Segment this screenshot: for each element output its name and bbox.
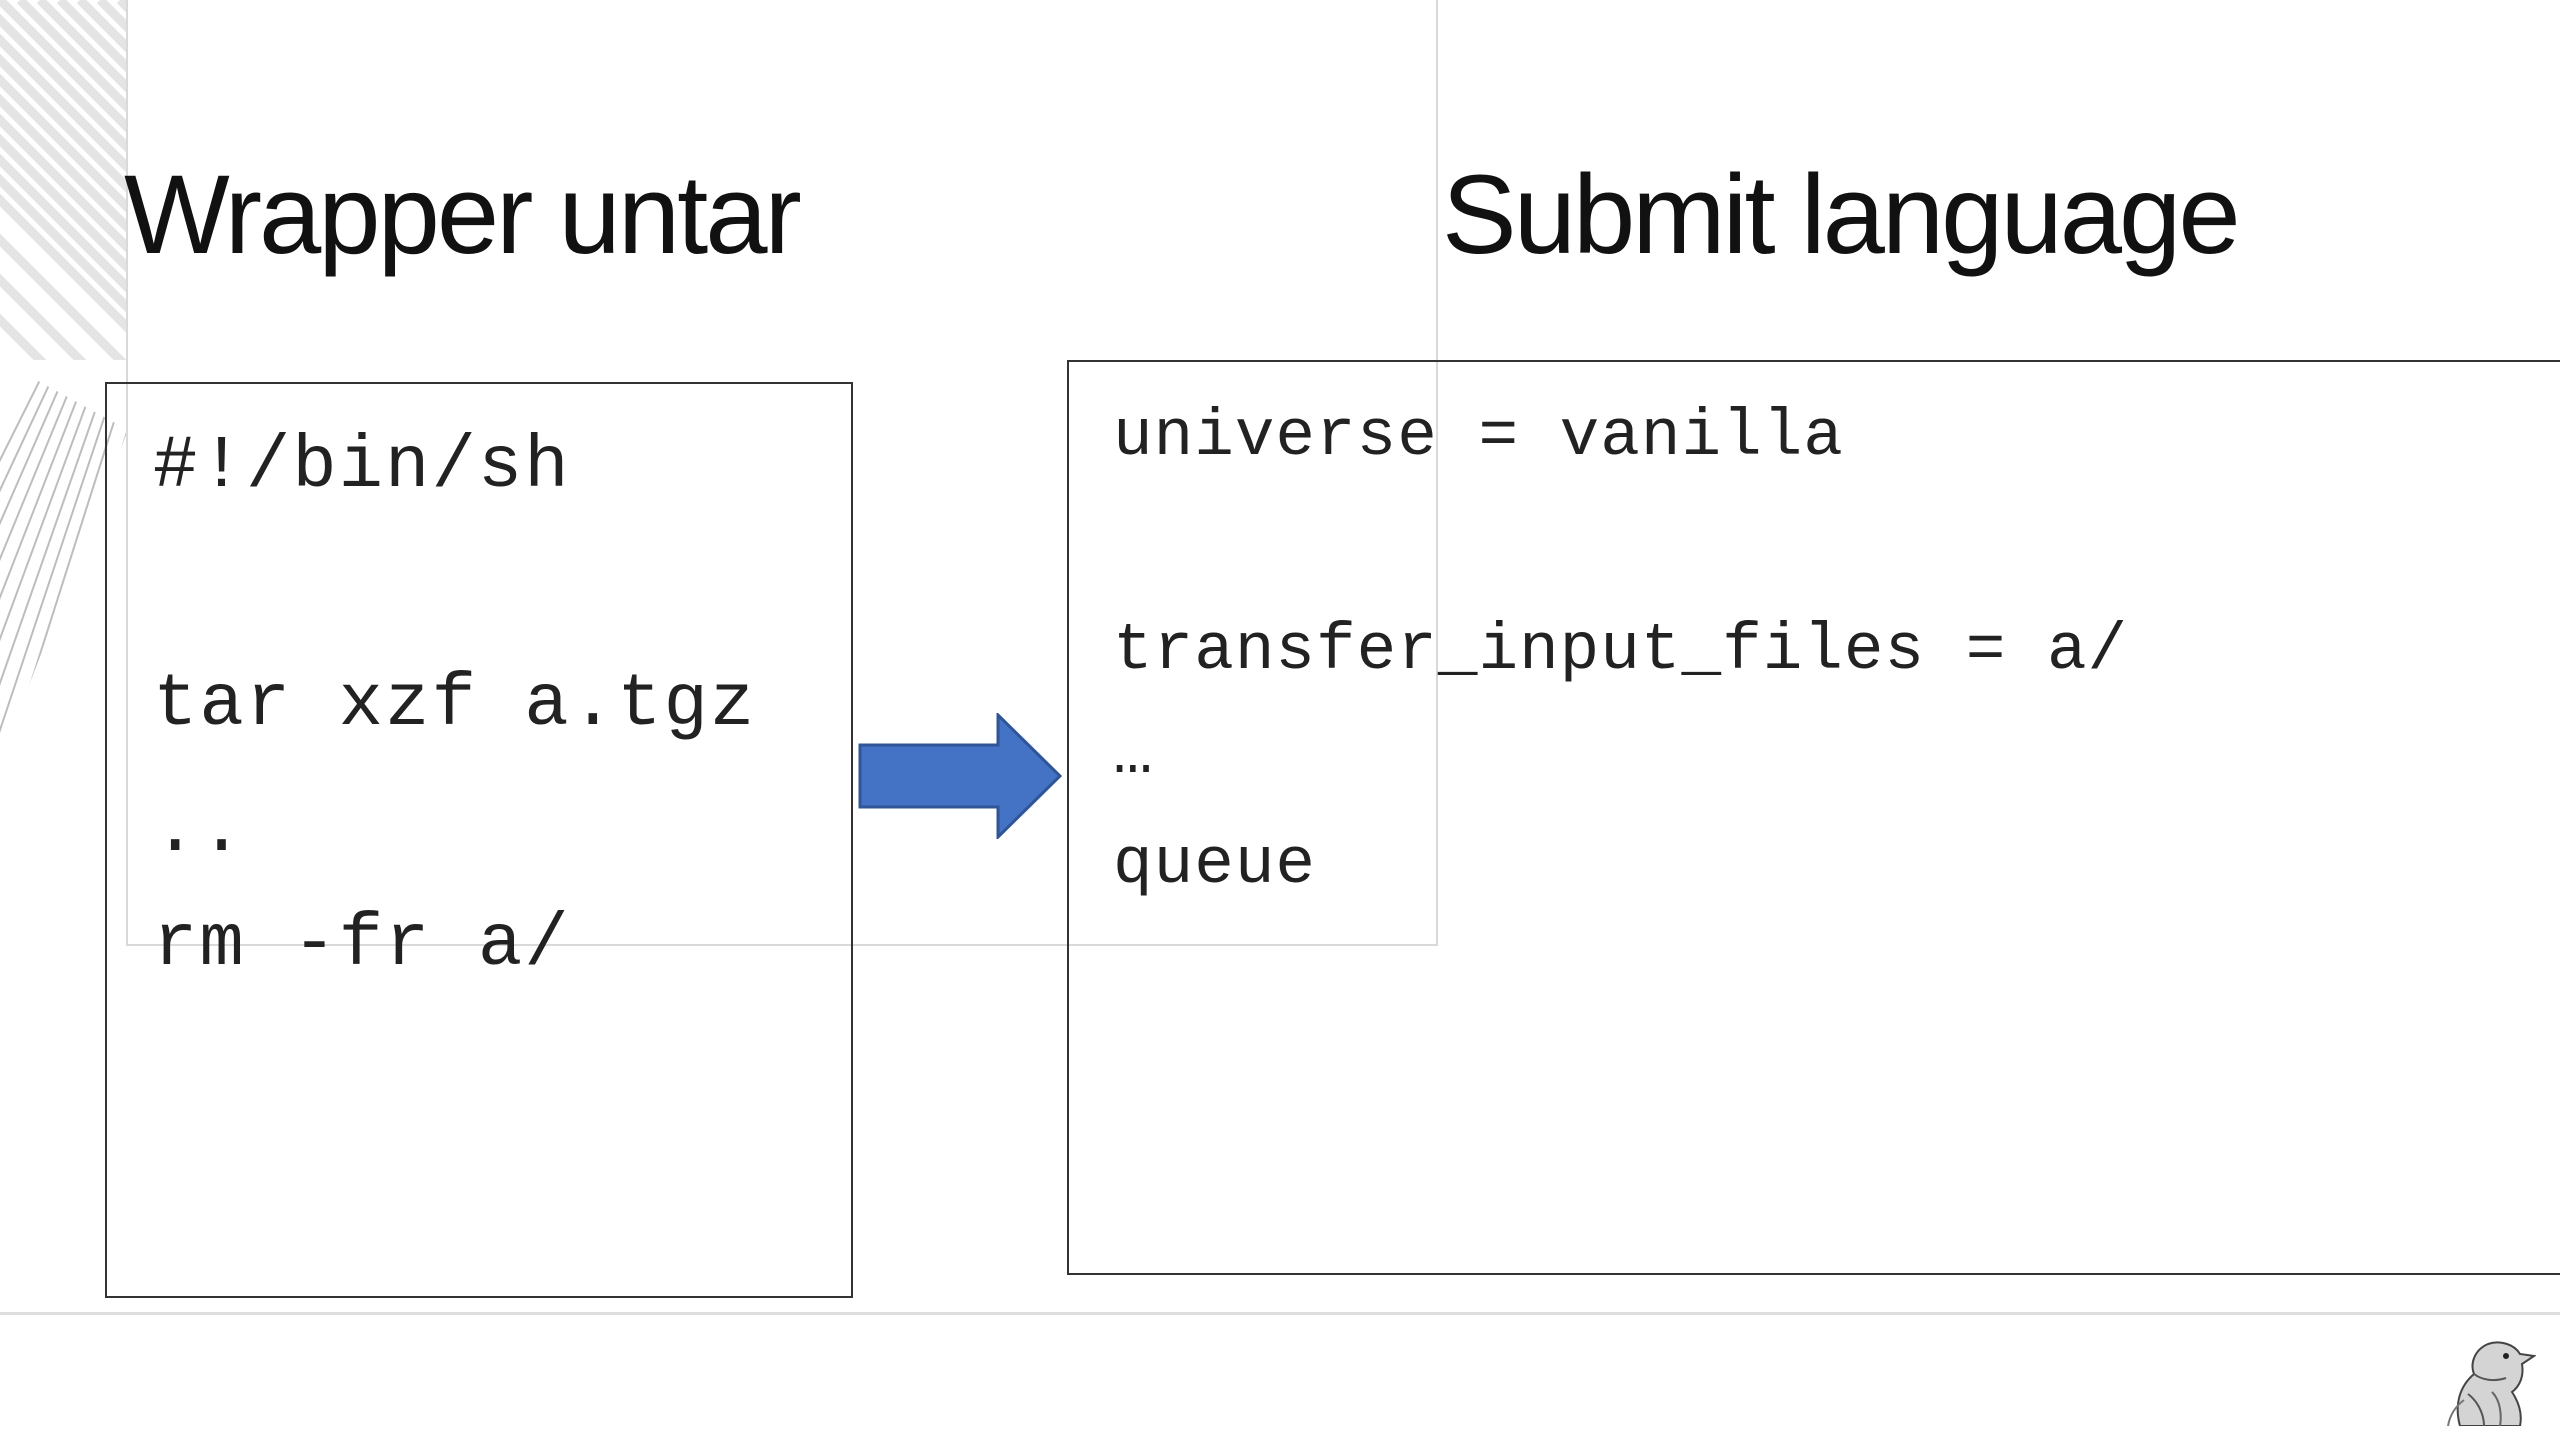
footer-rule — [0, 1312, 2560, 1315]
bird-mascot-icon — [2447, 1341, 2536, 1426]
code-line-untar: tar xzf a.tgz — [153, 663, 757, 747]
right-title: Submit language — [1442, 152, 2241, 277]
background-frame — [126, 0, 1438, 946]
arrow-shape — [858, 713, 1062, 839]
right-arrow-icon — [858, 713, 1062, 839]
code-line-queue: queue — [1113, 827, 1317, 902]
code-line-shebang: #!/bin/sh — [153, 425, 571, 509]
code-line-cleanup: rm -fr a/ — [153, 903, 571, 987]
code-line-ellipsis: .. — [153, 789, 246, 873]
wrapper-script-box: #!/bin/sh tar xzf a.tgz .. rm -fr a/ — [105, 382, 853, 1298]
submit-file-box: universe = vanilla transfer_input_files … — [1067, 360, 2560, 1275]
code-line-ellipsis: … — [1113, 717, 1154, 792]
code-line-universe: universe = vanilla — [1113, 399, 1844, 474]
code-line-transfer: transfer_input_files = a/ — [1113, 613, 2129, 688]
left-title: Wrapper untar — [124, 152, 802, 277]
